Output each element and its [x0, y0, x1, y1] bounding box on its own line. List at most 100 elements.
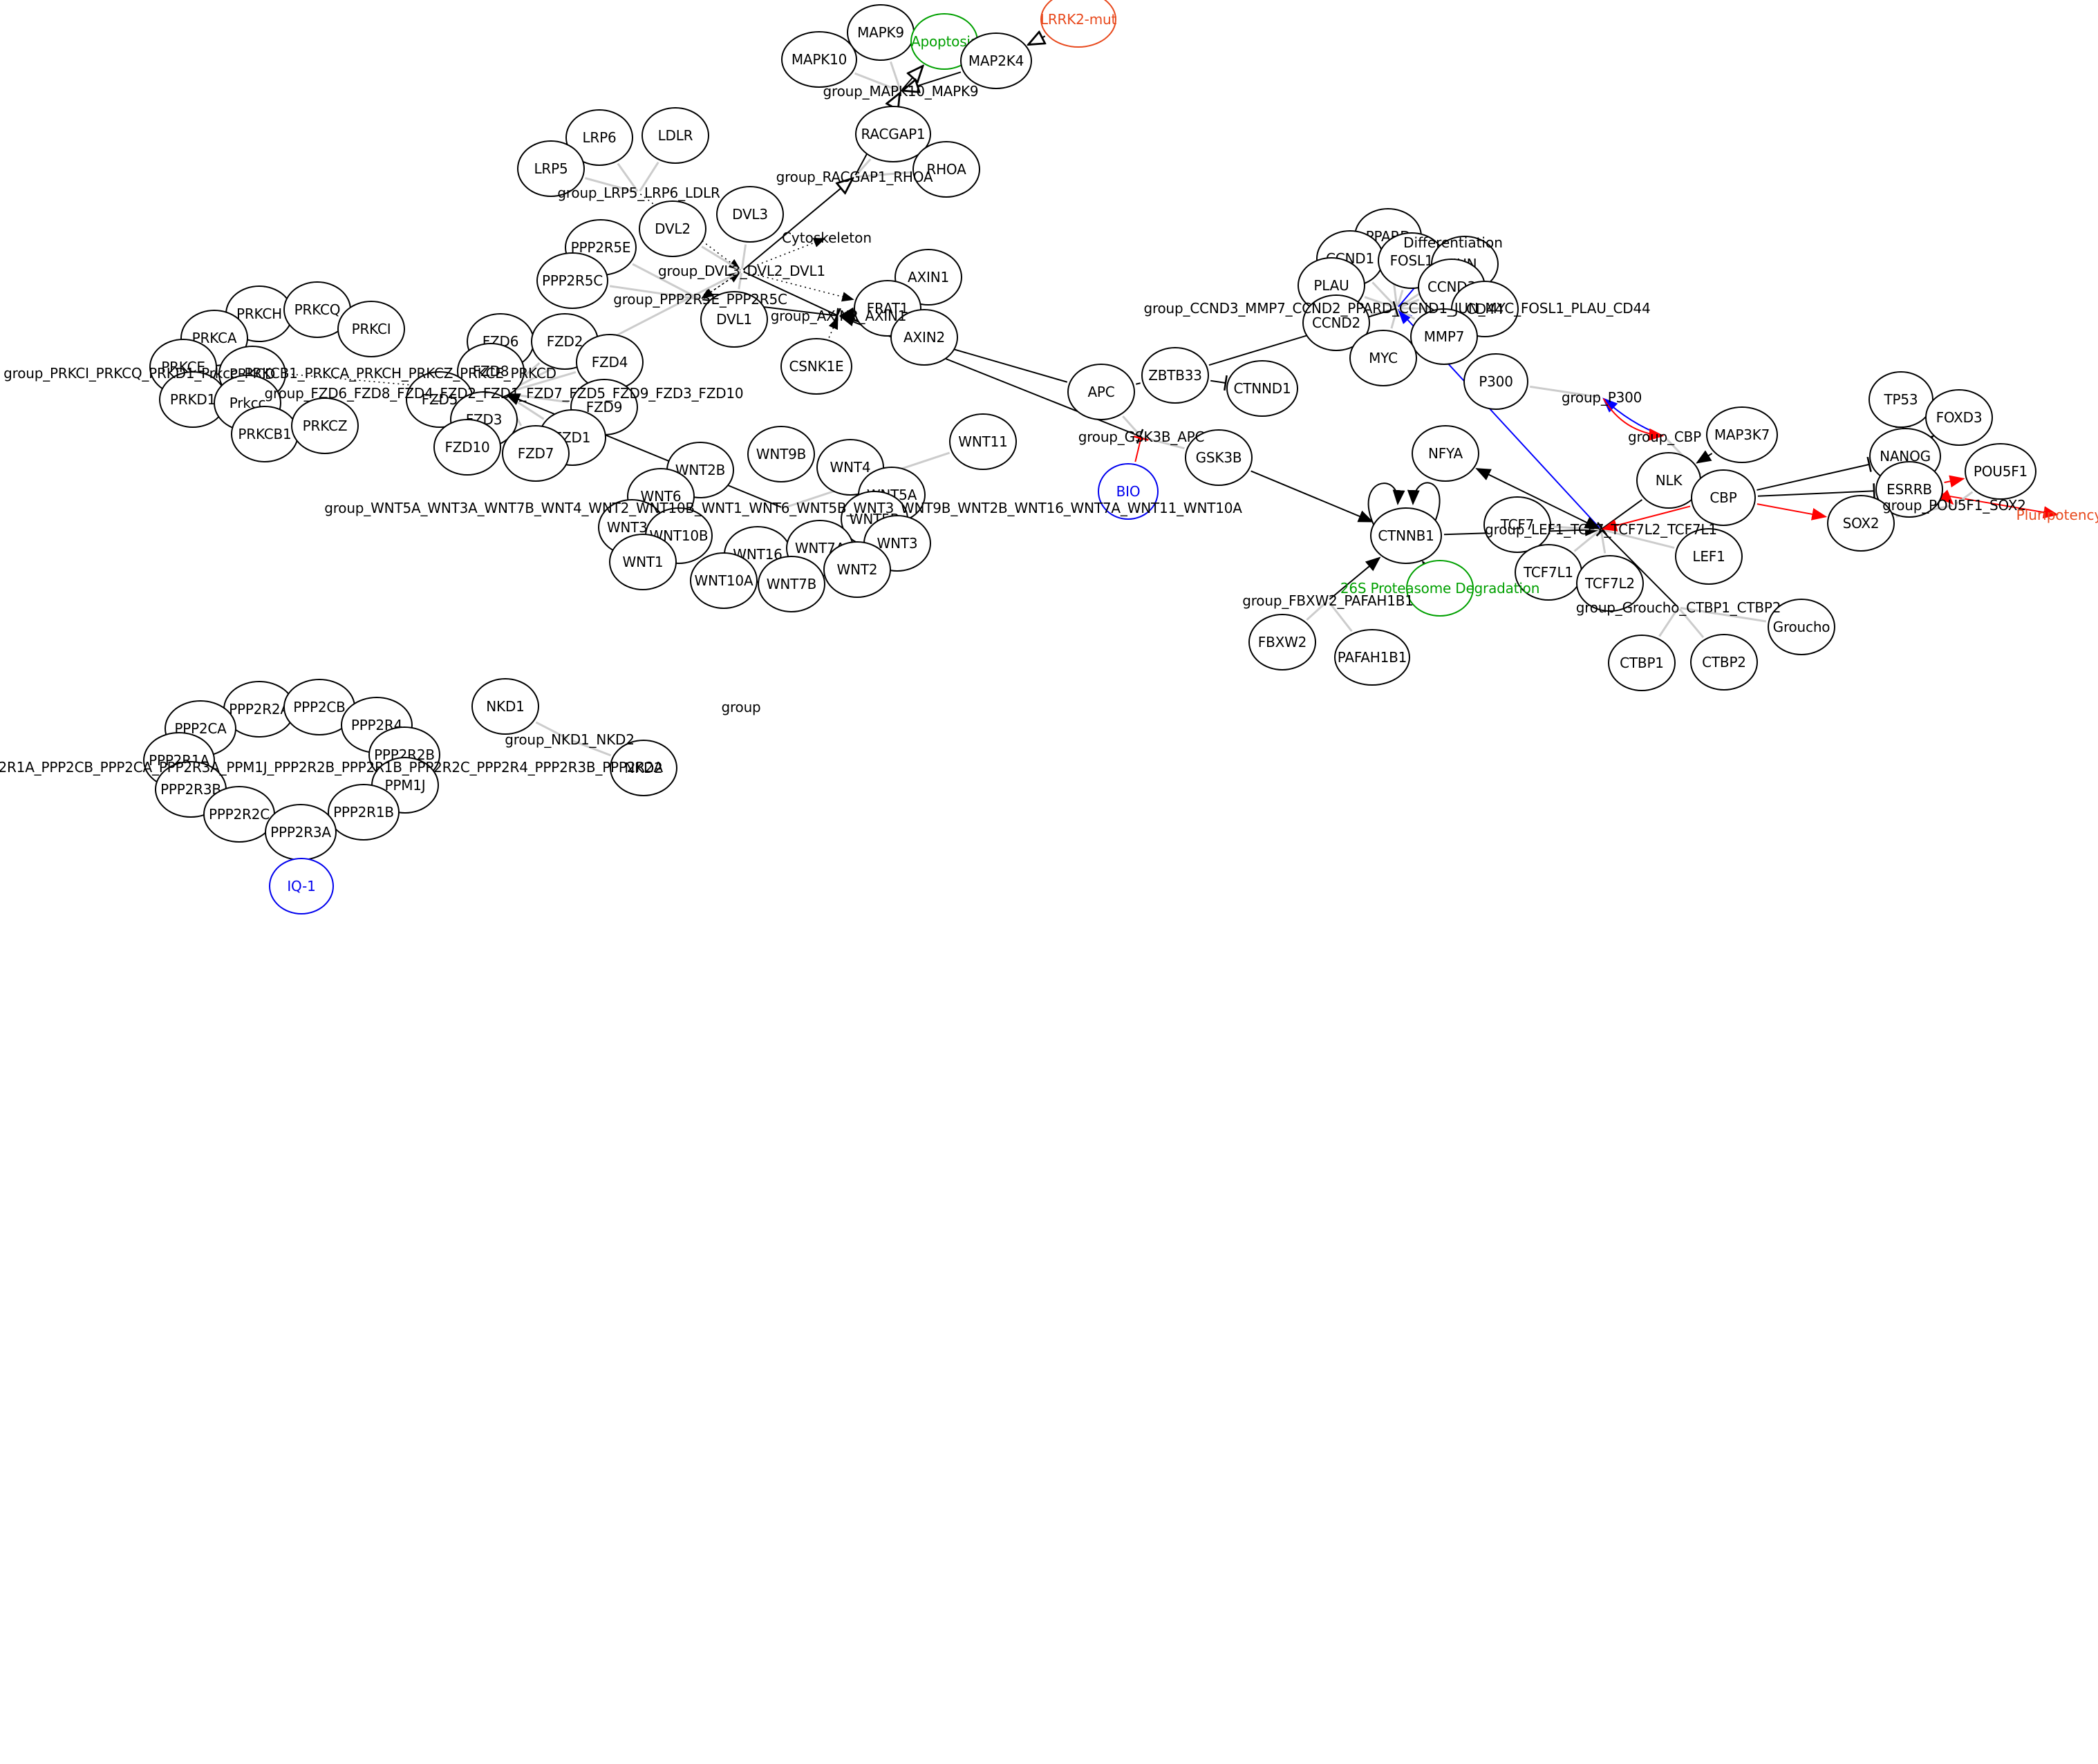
node-ldlr[interactable]: LDLR: [641, 107, 709, 164]
edge-bio-to-group-gsk3b-apc-tee: [1133, 435, 1149, 441]
node-myc[interactable]: MYC: [1349, 330, 1417, 386]
node-dvl3[interactable]: DVL3: [716, 186, 784, 243]
node-wnt7b[interactable]: WNT7B: [758, 556, 825, 612]
node-wnt11[interactable]: WNT11: [949, 413, 1017, 470]
edge-lef1-to-group-lef1: [1602, 529, 1675, 549]
node-pou5f1[interactable]: POU5F1: [1965, 443, 2036, 500]
node-rhoa[interactable]: RHOA: [912, 141, 980, 198]
node-wnt9b[interactable]: WNT9B: [747, 426, 815, 482]
edge-csnk1e-to-group-axin2-axin1: [828, 317, 839, 338]
edge-zbtb33-to-ctnnd1: [1210, 379, 1226, 384]
group-label-group-ccnd[interactable]: group_CCND3_MMP7_CCND2_PPARD_CCND1_JUN_M…: [1143, 300, 1651, 317]
edge-apc-to-zbtb33: [1136, 382, 1141, 385]
group-label-group-cbp[interactable]: group_CBP: [1627, 429, 1702, 445]
edge-map3k7-to-nlk: [1696, 450, 1713, 464]
edge-p300-to-group-p300: [1530, 385, 1600, 399]
edge-cbp-to-group-lef1: [1601, 505, 1691, 532]
node-tp53[interactable]: TP53: [1868, 371, 1933, 428]
node-dvl2[interactable]: DVL2: [639, 200, 706, 257]
edge-cbp-to-esrrb: [1757, 490, 1875, 497]
group-label-group-wnt[interactable]: group_WNT5A_WNT3A_WNT7B_WNT4_WNT2_WNT10B…: [324, 500, 1242, 516]
group-label-group-fzd[interactable]: group_FZD6_FZD8_FZD4_FZD2_FZD1_FZD7_FZD5…: [264, 385, 744, 402]
node-foxd3[interactable]: FOXD3: [1925, 389, 1993, 446]
node-bio[interactable]: BIO: [1098, 463, 1159, 520]
node-lef1[interactable]: LEF1: [1675, 528, 1743, 585]
node-wnt1[interactable]: WNT1: [609, 534, 677, 590]
node-nlk[interactable]: NLK: [1636, 452, 1701, 509]
node-csnk1e[interactable]: CSNK1E: [780, 338, 852, 395]
node-ctbp2[interactable]: CTBP2: [1690, 634, 1758, 691]
node-fzd7[interactable]: FZD7: [502, 425, 570, 482]
group-label-group-lrp5-lrp6-ldlr[interactable]: group_LRP5_LRP6_LDLR: [557, 185, 720, 201]
group-label-group-fbxw2-pafah1b1[interactable]: group_FBXW2_PAFAH1B1: [1242, 592, 1414, 609]
node-tcf7l1[interactable]: TCF7L1: [1515, 544, 1582, 601]
node-mapk9[interactable]: MAPK9: [847, 4, 915, 61]
node-lrp5[interactable]: LRP5: [517, 140, 585, 197]
group-label-group-gsk3b-apc[interactable]: group_GSK3B_APC: [1078, 429, 1205, 445]
node-lrrk2-mut[interactable]: LRRK2-mut: [1040, 0, 1116, 48]
node-ctnnd1[interactable]: CTNND1: [1226, 360, 1298, 417]
edge-dvl3-to-group-dvl3-dvl2-dvl1: [740, 244, 747, 270]
node-groucho[interactable]: Groucho: [1768, 599, 1835, 655]
node-pafah1b1[interactable]: PAFAH1B1: [1334, 629, 1410, 686]
edge-esrrb-to-pou5f1: [1944, 475, 1965, 488]
group-label-group-ppp2r5e-ppp2r5c[interactable]: group_PPP2R5E_PPP2R5C: [613, 291, 787, 308]
node-map3k7[interactable]: MAP3K7: [1706, 406, 1778, 463]
node-26s-proteasome-degradation[interactable]: 26S Proteasome Degradation: [1340, 560, 1539, 617]
edge-gsk3b-to-ctnnb1: [1251, 470, 1374, 523]
group-label-group-p300[interactable]: group_P300: [1561, 389, 1642, 406]
node-nkd2[interactable]: NKD2: [610, 740, 677, 796]
node-p300[interactable]: P300: [1463, 353, 1528, 410]
node-cd44[interactable]: CD44: [1451, 281, 1519, 337]
node-ppp2r3a[interactable]: PPP2R3A: [265, 804, 337, 861]
group-label-group[interactable]: group: [721, 699, 761, 715]
node-dvl1[interactable]: DVL1: [700, 291, 768, 348]
group-label-group-dvl3-dvl2-dvl1[interactable]: group_DVL3_DVL2_DVL1: [658, 263, 825, 279]
node-gsk3b[interactable]: GSK3B: [1185, 429, 1253, 486]
node-ctnnb1[interactable]: CTNNB1: [1370, 507, 1442, 564]
edge-cbp-to-nanog-tee: [1866, 456, 1872, 472]
node-cbp[interactable]: CBP: [1691, 469, 1756, 526]
group-label-group-prkc[interactable]: group_PRKCI_PRKCQ_PRKD1_Prkcc_PRKCB1_PRK…: [3, 365, 556, 382]
group-label-group-pou5f1-sox2[interactable]: group_POU5F1_SOX2: [1882, 497, 2026, 514]
node-mmp7[interactable]: MMP7: [1410, 308, 1478, 365]
edge-ctnnb1-to-ctnnb1: [1367, 482, 1405, 527]
node-wnt2b[interactable]: WNT2B: [666, 442, 734, 498]
node-ppp2r5c[interactable]: PPP2R5C: [536, 252, 608, 309]
node-fbxw2[interactable]: FBXW2: [1248, 614, 1316, 670]
label-differentiation: Differentiation: [1403, 234, 1503, 251]
group-label-group-lef1[interactable]: group_LEF1_TCF7_TCF7L2_TCF7L1: [1485, 521, 1717, 538]
node-nfya[interactable]: NFYA: [1412, 425, 1479, 482]
node-apc[interactable]: APC: [1067, 364, 1135, 420]
edge-tcf7l2-to-group-lef1: [1600, 531, 1607, 554]
edge-ctbp2-to-group-groucho-ctbp1-ctbp2: [1678, 608, 1705, 639]
node-zbtb33[interactable]: ZBTB33: [1141, 347, 1209, 404]
node-ppp2r1b[interactable]: PPP2R1B: [328, 784, 400, 841]
edge-lrp6-to-group-lrp5-lrp6-ldlr: [617, 162, 639, 192]
node-wnt10a[interactable]: WNT10A: [690, 552, 758, 609]
node-fzd9[interactable]: FZD9: [570, 379, 638, 435]
node-mapk10[interactable]: MAPK10: [781, 31, 857, 88]
node-tcf7l2[interactable]: TCF7L2: [1576, 555, 1644, 612]
group-label-group-racgap1-rhoa[interactable]: group_RACGAP1_RHOA: [776, 169, 933, 185]
group-label-group-nkd1-nkd2[interactable]: group_NKD1_NKD2: [505, 731, 635, 748]
node-ctbp1[interactable]: CTBP1: [1608, 635, 1676, 691]
node-prkci[interactable]: PRKCI: [337, 301, 405, 357]
group-label-group-mapk10-mapk9[interactable]: group_MAPK10_MAPK9: [823, 83, 979, 100]
group-label-group-axin2-axin1[interactable]: group_AXIN2_AXIN1: [770, 308, 907, 324]
node-tcf7[interactable]: TCF7: [1483, 496, 1551, 553]
node-fzd10[interactable]: FZD10: [433, 419, 501, 476]
node-lrp6[interactable]: LRP6: [565, 109, 633, 166]
node-prkcb1[interactable]: PRKCB1: [231, 406, 299, 462]
node-wnt2[interactable]: WNT2: [823, 541, 891, 598]
node-axin2[interactable]: AXIN2: [890, 309, 958, 366]
node-map2k4[interactable]: MAP2K4: [960, 32, 1032, 89]
group-label-group-groucho-ctbp1-ctbp2[interactable]: group_Groucho_CTBP1_CTBP2: [1575, 599, 1781, 616]
node-sox2[interactable]: SOX2: [1827, 495, 1895, 552]
node-nkd1[interactable]: NKD1: [471, 678, 539, 735]
node-prkcz[interactable]: PRKCZ: [291, 397, 359, 454]
label-pluripotency: Pluripotency: [2016, 507, 2098, 523]
group-label-group-ppp2r[interactable]: group_PPP2R1A_PPP2CB_PPP2CA_PPP2R3A_PPM1…: [0, 759, 664, 776]
node-ppp2r2a[interactable]: PPP2R2A: [223, 681, 295, 738]
node-iq-1[interactable]: IQ-1: [269, 858, 334, 914]
